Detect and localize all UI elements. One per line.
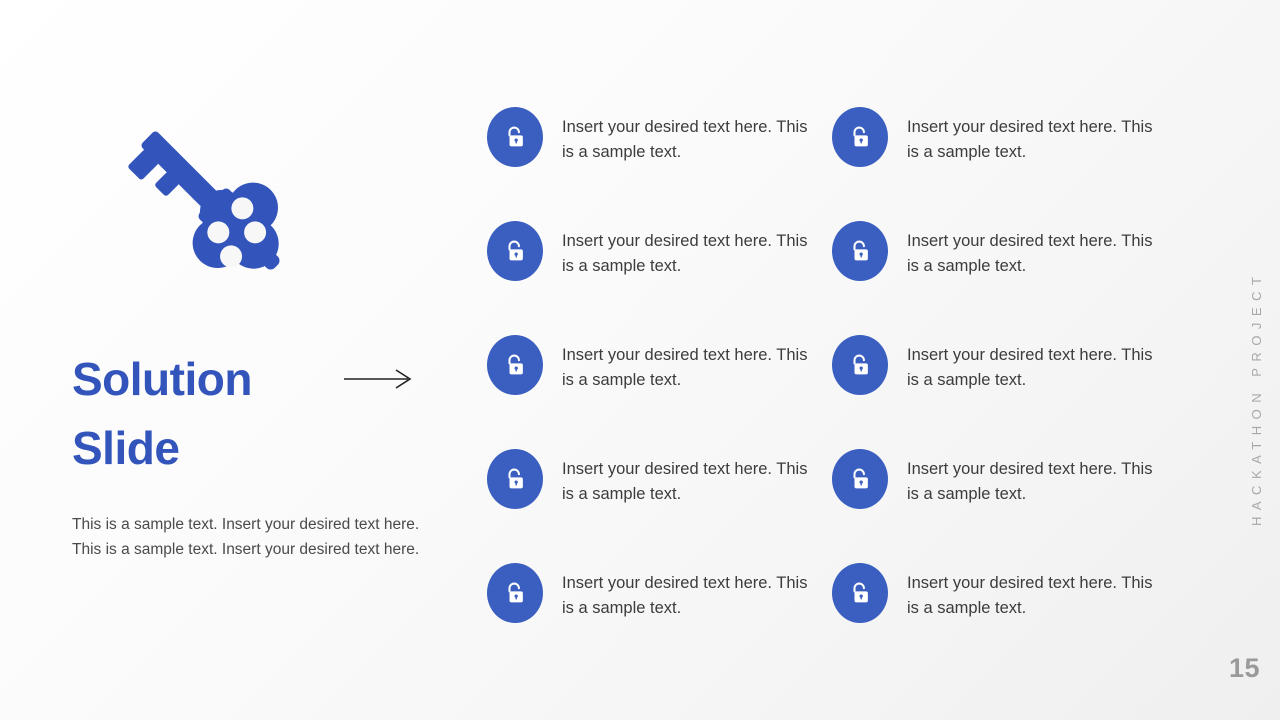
list-item[interactable]: Insert your desired text here. This is a…	[487, 335, 832, 449]
page-title: Solution Slide	[72, 353, 252, 474]
page-number: 15	[1228, 653, 1260, 683]
title-block: Solution Slide	[72, 345, 432, 483]
list-item-text: Insert your desired text here. This is a…	[562, 460, 808, 503]
ornate-key-icon	[100, 98, 290, 273]
list-item-text: Insert your desired text here. This is a…	[562, 574, 808, 617]
list-item-text: Insert your desired text here. This is a…	[562, 346, 808, 389]
list-item[interactable]: Insert your desired text here. This is a…	[832, 221, 1177, 335]
open-padlock-icon	[487, 107, 543, 167]
list-item[interactable]: Insert your desired text here. This is a…	[487, 221, 832, 335]
open-padlock-icon	[832, 107, 888, 167]
open-padlock-icon	[832, 563, 888, 623]
list-item-text: Insert your desired text here. This is a…	[907, 346, 1153, 389]
list-item[interactable]: Insert your desired text here. This is a…	[487, 563, 832, 677]
list-item-text: Insert your desired text here. This is a…	[907, 118, 1153, 161]
open-padlock-icon	[487, 563, 543, 623]
open-padlock-icon	[832, 221, 888, 281]
open-padlock-icon	[832, 335, 888, 395]
open-padlock-icon	[487, 449, 543, 509]
open-padlock-icon	[832, 449, 888, 509]
deck-name-sidebar: HACKATHON PROJECT	[1249, 270, 1264, 526]
left-panel: Solution Slide This is a sample text. In…	[72, 0, 432, 720]
open-padlock-icon	[487, 335, 543, 395]
list-item[interactable]: Insert your desired text here. This is a…	[832, 335, 1177, 449]
list-item-text: Insert your desired text here. This is a…	[907, 574, 1153, 617]
list-item-text: Insert your desired text here. This is a…	[562, 118, 808, 161]
body-paragraph: This is a sample text. Insert your desir…	[72, 516, 420, 558]
right-arrow-icon	[344, 367, 416, 391]
list-item-text: Insert your desired text here. This is a…	[907, 460, 1153, 503]
list-item-text: Insert your desired text here. This is a…	[562, 232, 808, 275]
list-item-text: Insert your desired text here. This is a…	[907, 232, 1153, 275]
list-item[interactable]: Insert your desired text here. This is a…	[487, 449, 832, 563]
feature-list: Insert your desired text here. This is a…	[487, 107, 1177, 677]
list-item[interactable]: Insert your desired text here. This is a…	[487, 107, 832, 221]
list-item[interactable]: Insert your desired text here. This is a…	[832, 107, 1177, 221]
list-item[interactable]: Insert your desired text here. This is a…	[832, 449, 1177, 563]
list-item[interactable]: Insert your desired text here. This is a…	[832, 563, 1177, 677]
open-padlock-icon	[487, 221, 543, 281]
